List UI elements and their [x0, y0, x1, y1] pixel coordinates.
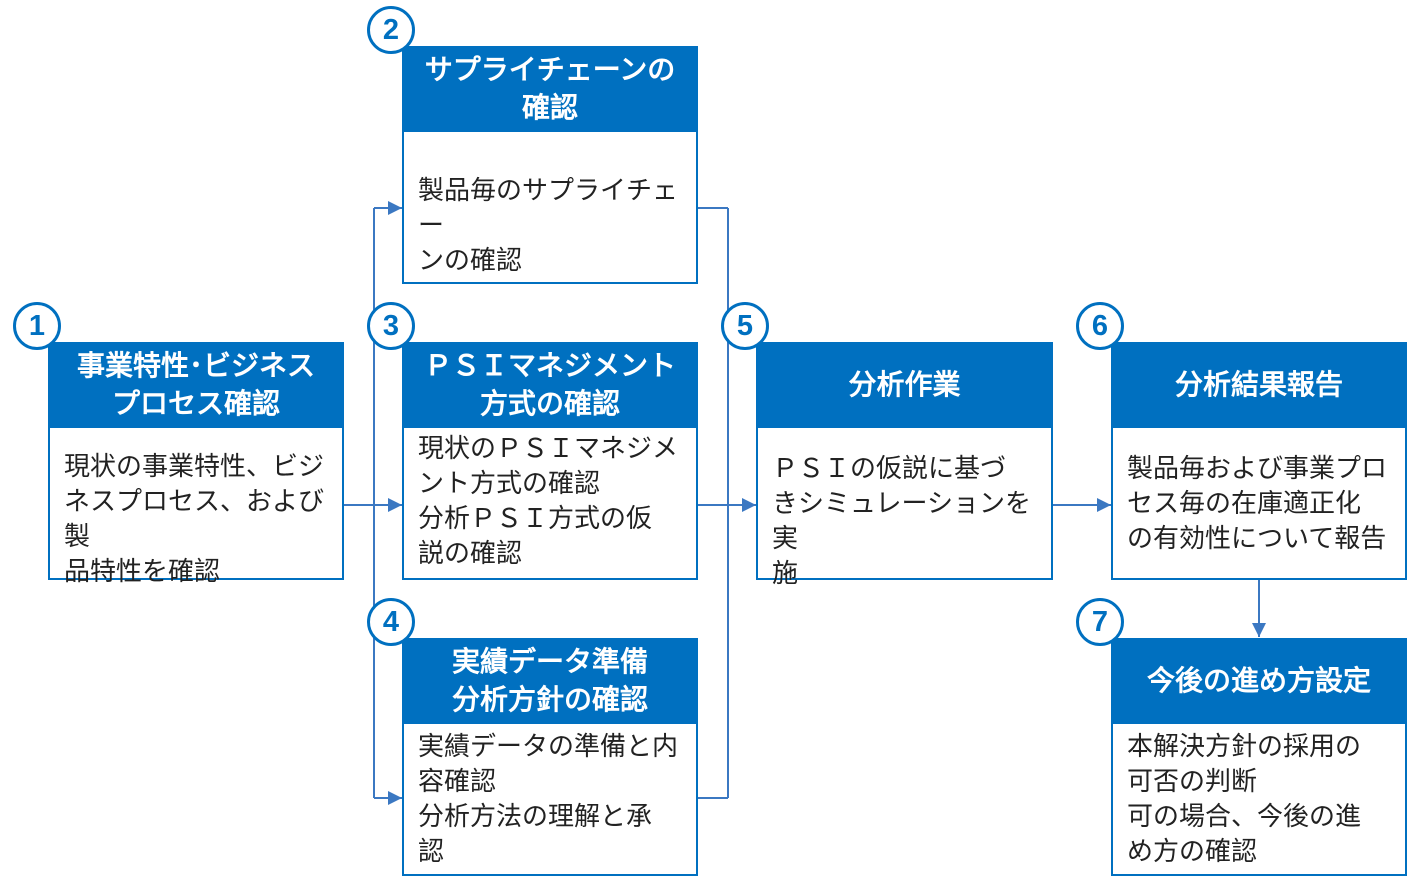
step-3-number: 3 [367, 302, 415, 350]
step-6-title: 分析結果報告 [1111, 342, 1407, 428]
step-2-box: サプライチェーンの 確認 製品毎のサプライチェー ンの確認 [402, 46, 698, 284]
step-7-box: 今後の進め方設定 本解決方針の採用の 可否の判断 可の場合、今後の進 め方の確認 [1111, 638, 1407, 876]
step-1-body: 現状の事業特性、ビジ ネスプロセス、および製 品特性を確認 [64, 452, 325, 587]
step-5-box: 分析作業 ＰＳＩの仮説に基づ きシミュレーションを実 施 [756, 342, 1053, 589]
step-4-box: 実績データ準備 分析方針の確認 実績データの準備と内 容確認 分析方法の理解と承… [402, 638, 698, 876]
step-2-number: 2 [367, 6, 415, 54]
step-3-box: ＰＳＩマネジメント 方式の確認 現状のＰＳＩマネジメ ント方式の確認 分析ＰＳＩ… [402, 342, 698, 580]
step-1-box: 事業特性･ビジネス プロセス確認 現状の事業特性、ビジ ネスプロセス、および製 … [48, 342, 344, 587]
step-4-number: 4 [367, 598, 415, 646]
step-5-number: 5 [721, 302, 769, 350]
step-6-number: 6 [1076, 302, 1124, 350]
step-2-title: サプライチェーンの 確認 [402, 46, 698, 132]
step-5-title: 分析作業 [756, 342, 1053, 428]
step-7-body: 本解決方針の採用の 可否の判断 可の場合、今後の進 め方の確認 [1127, 732, 1362, 867]
step-6-box: 分析結果報告 製品毎および事業プロ セス毎の在庫適正化 の有効性について報告 [1111, 342, 1407, 580]
step-3-title: ＰＳＩマネジメント 方式の確認 [402, 342, 698, 428]
step-4-title: 実績データ準備 分析方針の確認 [402, 638, 698, 724]
step-3-body: 現状のＰＳＩマネジメ ント方式の確認 分析ＰＳＩ方式の仮 説の確認 [418, 434, 679, 569]
step-1-title: 事業特性･ビジネス プロセス確認 [48, 342, 344, 428]
step-4-body: 実績データの準備と内 容確認 分析方法の理解と承 認 [418, 732, 679, 867]
step-7-number: 7 [1076, 598, 1124, 646]
step-6-body: 製品毎および事業プロ セス毎の在庫適正化 の有効性について報告 [1127, 454, 1388, 554]
step-1-number: 1 [13, 302, 61, 350]
step-5-body: ＰＳＩの仮説に基づ きシミュレーションを実 施 [772, 454, 1031, 589]
step-2-body: 製品毎のサプライチェー ンの確認 [418, 176, 679, 276]
step-7-title: 今後の進め方設定 [1111, 638, 1407, 724]
